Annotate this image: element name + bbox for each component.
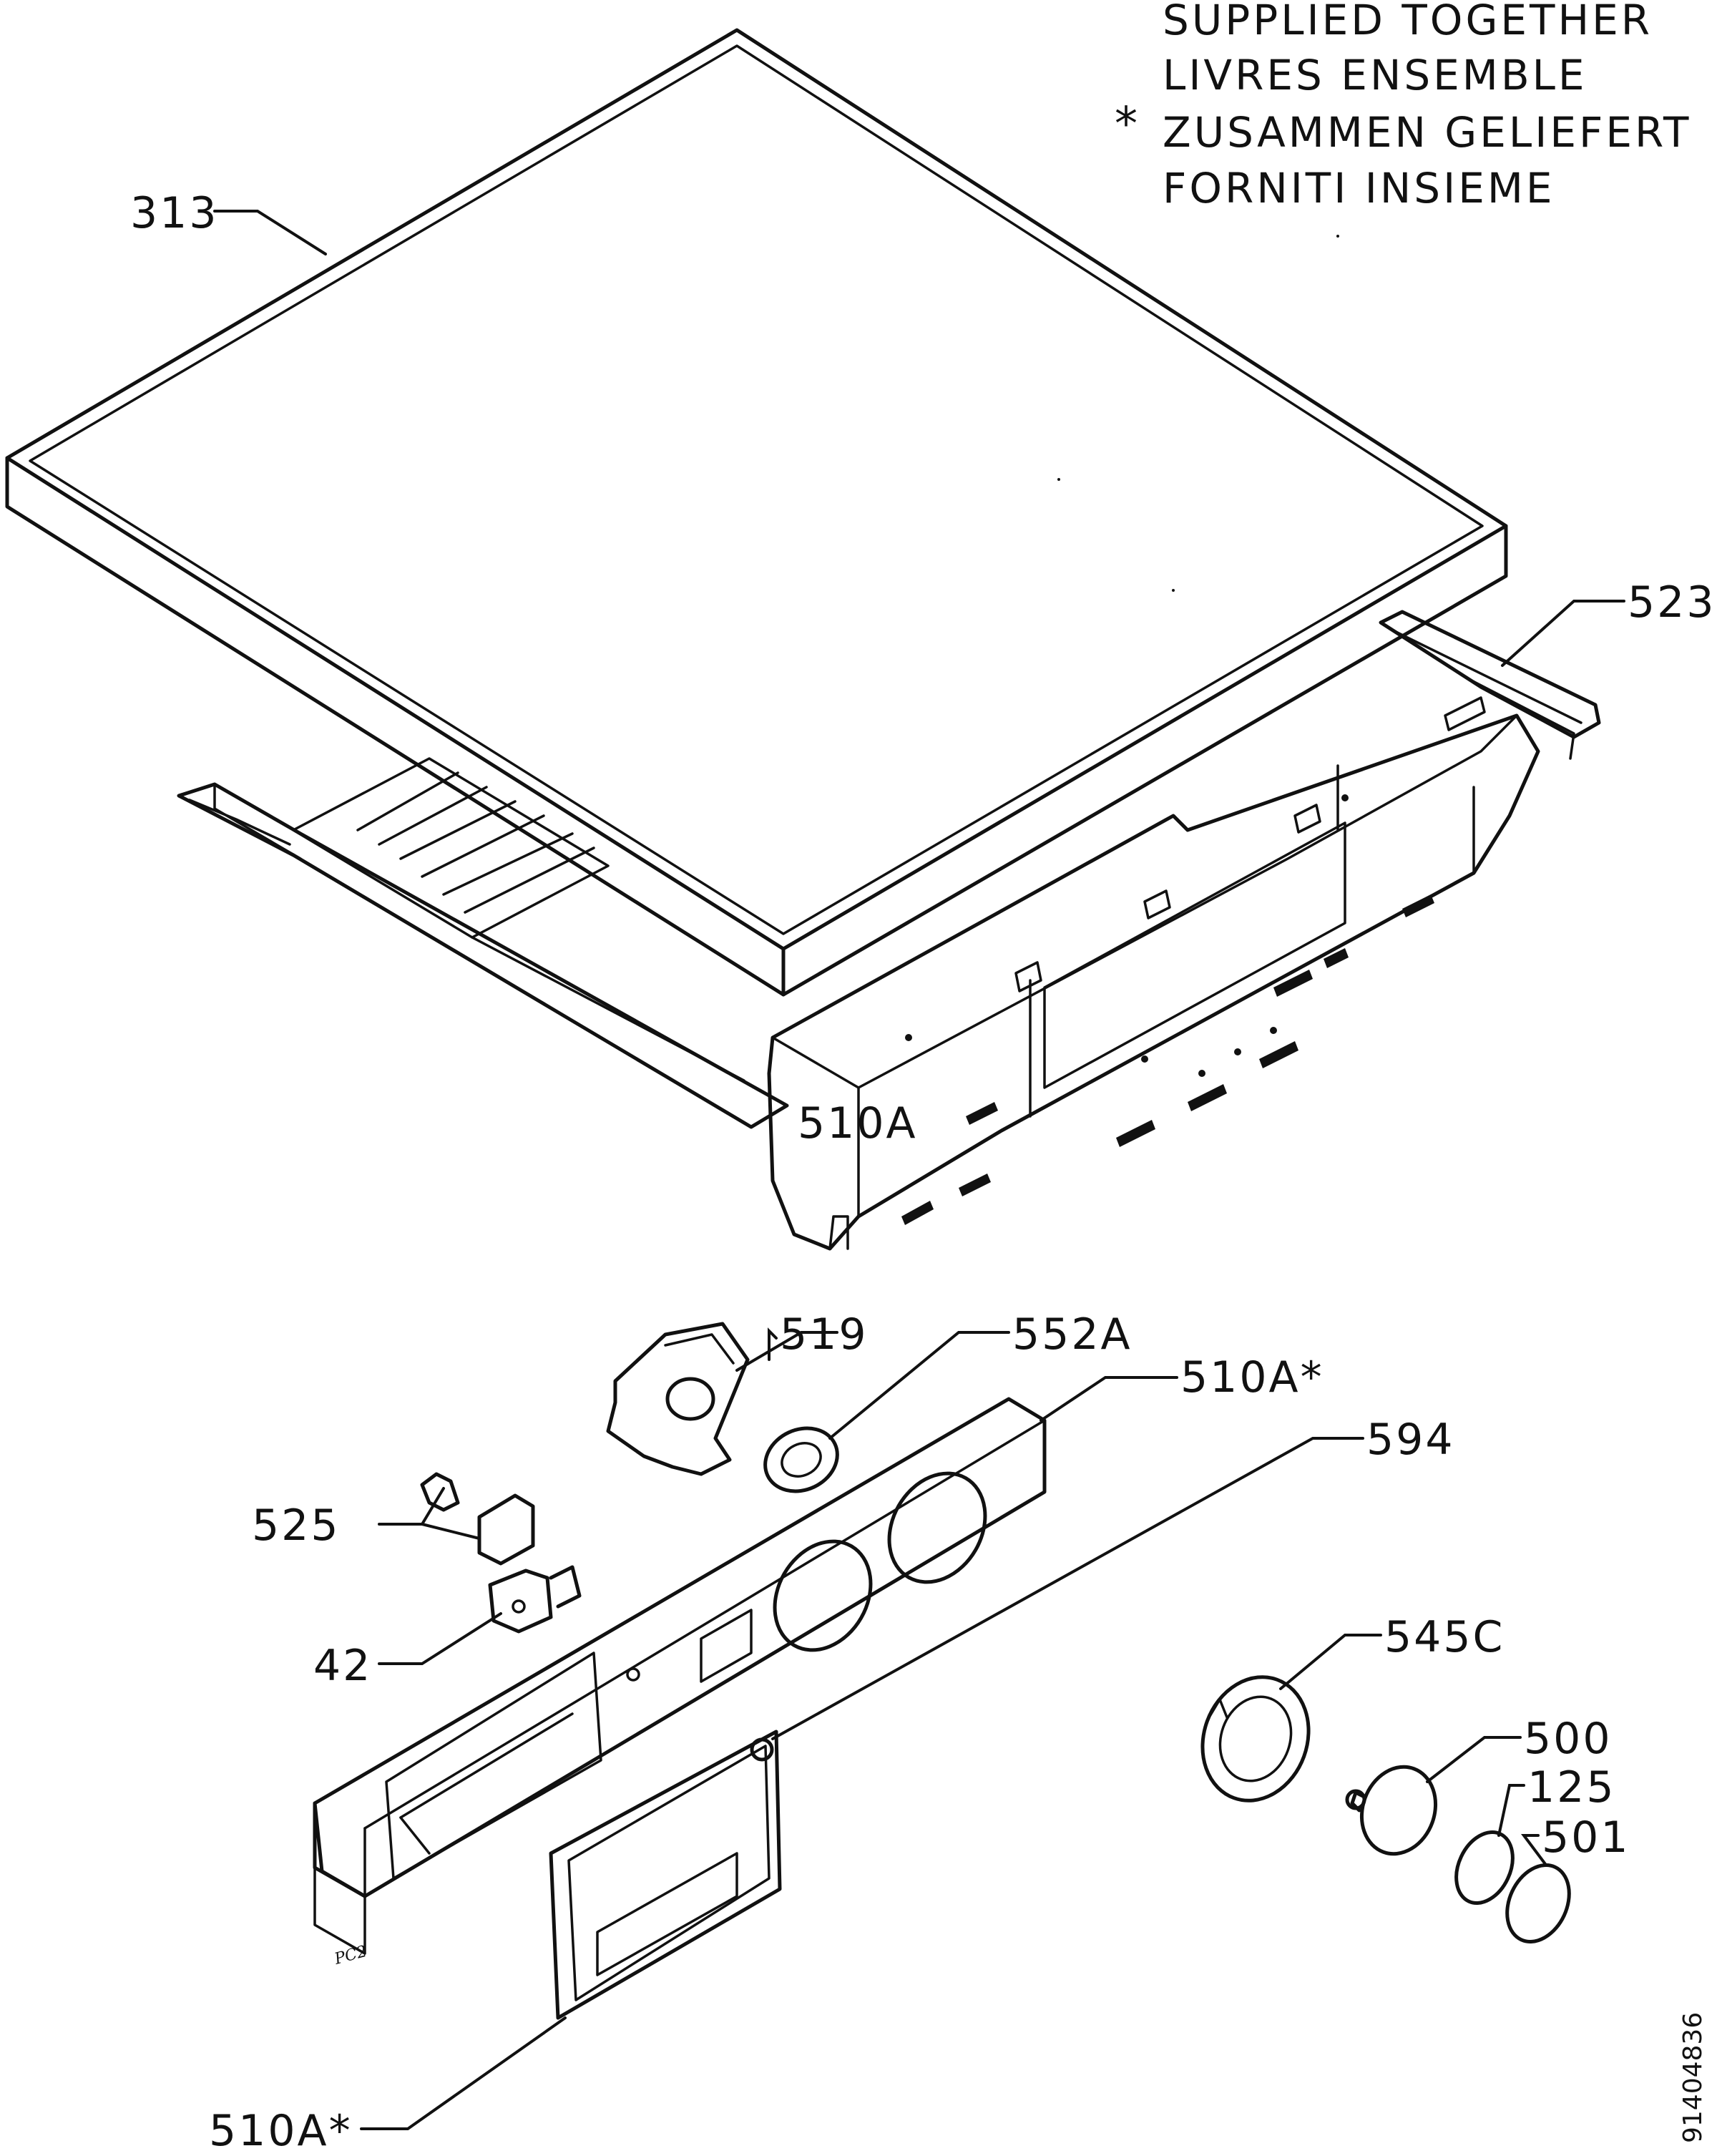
label-500: 500 xyxy=(1524,1714,1613,1764)
part-523-top-frame xyxy=(177,610,1601,1251)
note-line-de: ZUSAMMEN GELIEFERT xyxy=(1163,108,1691,157)
supplied-together-note: SUPPLIED TOGETHER LIVRES ENSEMBLE * ZUSA… xyxy=(1115,0,1691,213)
panel-mark: PC2 xyxy=(332,1943,369,1969)
part-501-knob-cap xyxy=(1505,1863,1571,1943)
note-line-en: SUPPLIED TOGETHER xyxy=(1163,0,1653,44)
part-519-programmer-support xyxy=(606,1322,750,1476)
note-line-it: FORNITI INSIEME xyxy=(1163,164,1555,213)
label-525: 525 xyxy=(252,1501,341,1551)
label-510a-frame: 510A xyxy=(798,1098,918,1148)
label-552a: 552A xyxy=(1012,1309,1133,1360)
part-510a-drawer-front xyxy=(549,1730,782,2020)
part-545c-ring xyxy=(1200,1675,1311,1803)
drawing-code: 91404836 xyxy=(1678,2012,1708,2143)
part-313-top-cover xyxy=(5,28,1508,997)
leader-lines xyxy=(213,210,1625,2130)
part-125-knob-ring xyxy=(1454,1830,1515,1906)
part-525-switch xyxy=(420,1472,535,1566)
label-545c: 545C xyxy=(1384,1612,1505,1662)
label-42: 42 xyxy=(313,1641,372,1691)
part-42-lamp-holder xyxy=(488,1565,582,1634)
label-501: 501 xyxy=(1542,1813,1630,1863)
part-labels: 313 523 510A 519 552A 510A* 594 525 42 5… xyxy=(130,188,1716,2156)
label-510a-drawer: 510A* xyxy=(209,2106,353,2156)
label-125: 125 xyxy=(1527,1762,1616,1813)
part-500-knob xyxy=(1345,1765,1438,1856)
label-594: 594 xyxy=(1366,1415,1455,1465)
label-523: 523 xyxy=(1628,577,1716,628)
label-313: 313 xyxy=(130,188,219,238)
note-asterisk: * xyxy=(1115,98,1138,151)
label-510a-panel: 510A* xyxy=(1180,1352,1324,1403)
part-552a-bushing xyxy=(763,1426,839,1493)
note-line-fr: LIVRES ENSEMBLE xyxy=(1163,51,1588,99)
label-519: 519 xyxy=(780,1309,869,1360)
